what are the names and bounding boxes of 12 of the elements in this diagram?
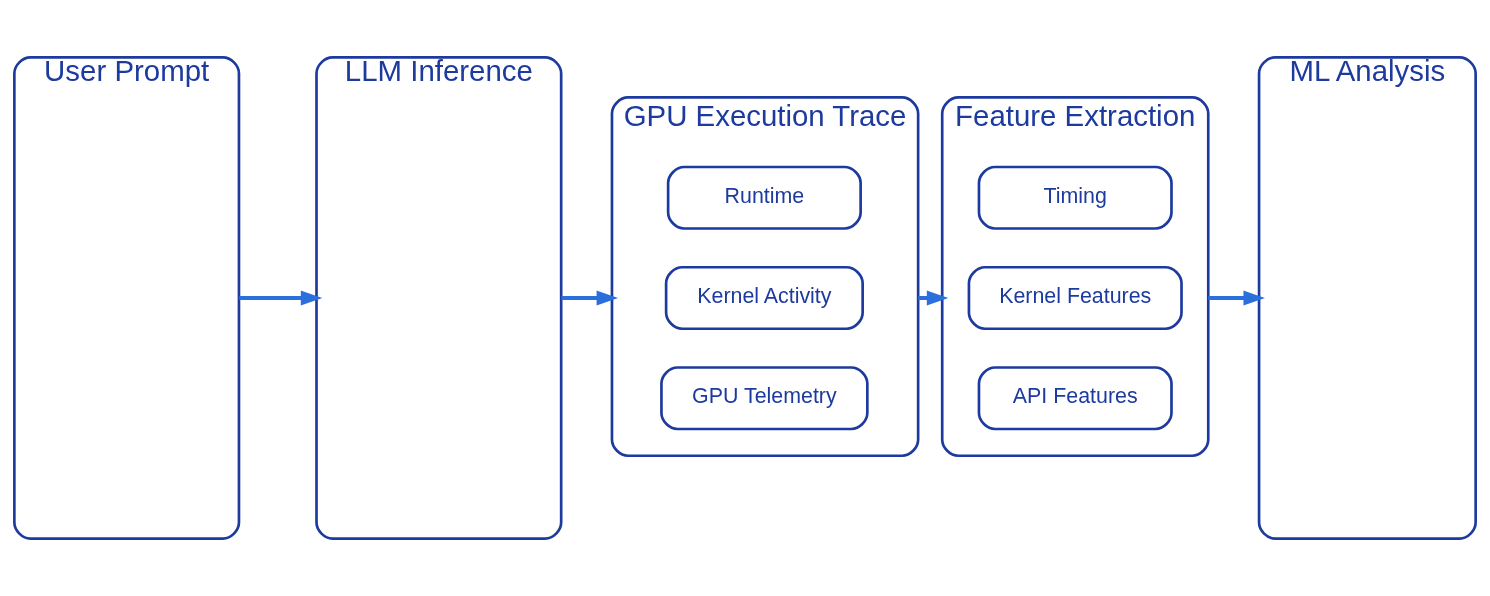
node-box: GPU Telemetry bbox=[660, 366, 869, 431]
node-box: ML Analysis bbox=[1257, 56, 1477, 540]
node-box: Timing bbox=[977, 165, 1173, 230]
node-box: Kernel Activity bbox=[664, 265, 864, 331]
node-box: Kernel Features bbox=[967, 265, 1183, 331]
arrow bbox=[1208, 290, 1265, 306]
node-box: LLM Inference bbox=[315, 56, 563, 540]
arrow bbox=[561, 290, 619, 306]
node-box: Runtime bbox=[666, 165, 862, 230]
node-box: API Features bbox=[977, 366, 1173, 431]
node-box: User Prompt bbox=[13, 56, 241, 540]
arrow bbox=[239, 290, 323, 306]
